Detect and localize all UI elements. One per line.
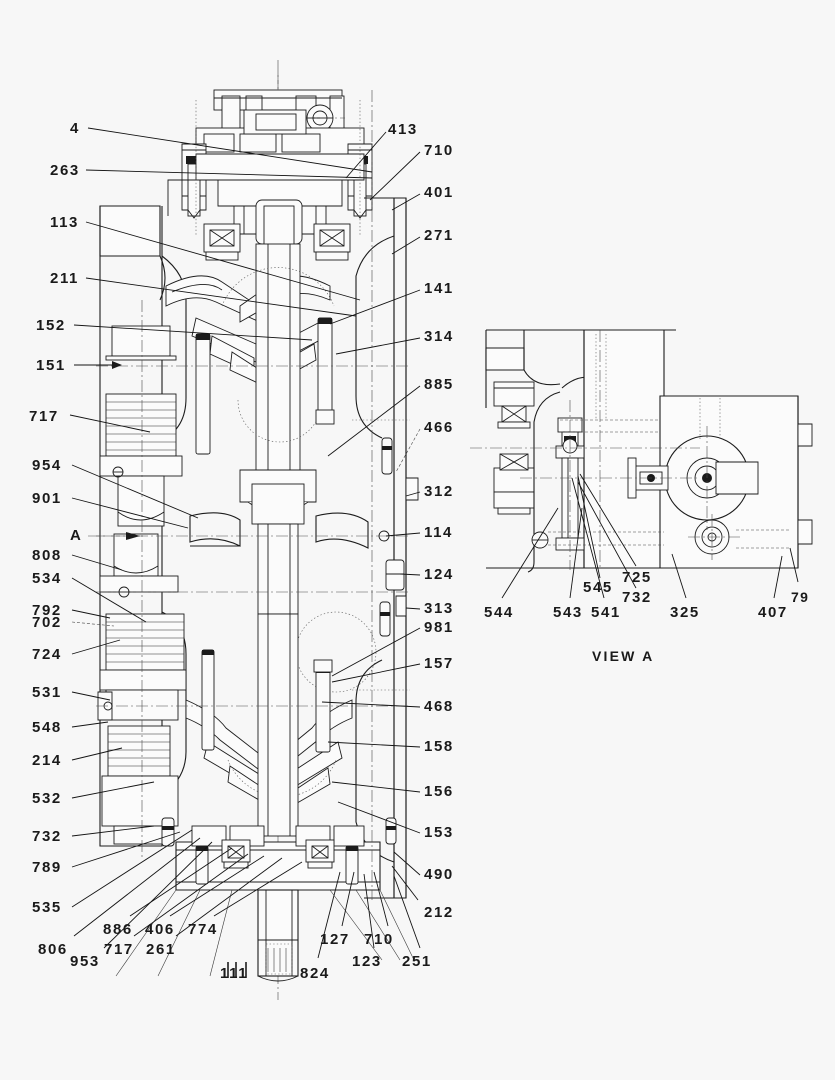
callout-534: 534 (32, 570, 62, 587)
callout-824: 824 (300, 965, 330, 982)
callout-808: 808 (32, 547, 62, 564)
callout-141: 141 (424, 280, 454, 297)
callout-313: 313 (424, 600, 454, 617)
callout-544: 544 (484, 604, 514, 621)
callout-710-lower: 710 (364, 931, 394, 948)
callout-406: 406 (145, 921, 175, 938)
callout-717-upper: 717 (29, 408, 59, 425)
callout-156: 156 (424, 783, 454, 800)
callout-312: 312 (424, 483, 454, 500)
callout-981: 981 (424, 619, 454, 636)
callout-724: 724 (32, 646, 62, 663)
view-a-title: VIEW A (592, 648, 655, 664)
leader-lines-main (69, 127, 421, 978)
callout-413: 413 (388, 121, 418, 138)
callout-153: 153 (424, 824, 454, 841)
callout-732-main: 732 (32, 828, 62, 845)
callout-4: 4 (70, 120, 80, 137)
callout-263: 263 (50, 162, 80, 179)
callout-545: 545 (583, 579, 613, 596)
callout-468: 468 (424, 698, 454, 715)
callout-702: 702 (32, 614, 62, 631)
callout-79: 79 (791, 589, 810, 605)
callout-806: 806 (38, 941, 68, 958)
callout-532: 532 (32, 790, 62, 807)
callout-717-lower: 717 (104, 941, 134, 958)
callout-466: 466 (424, 419, 454, 436)
callout-954: 954 (32, 457, 62, 474)
callout-535: 535 (32, 899, 62, 916)
callout-214: 214 (32, 752, 62, 769)
callout-407: 407 (758, 604, 788, 621)
callout-314: 314 (424, 328, 454, 345)
callout-152: 152 (36, 317, 66, 334)
callout-212: 212 (424, 904, 454, 921)
callout-548: 548 (32, 719, 62, 736)
mid-section (96, 483, 410, 615)
callout-710-upper: 710 (424, 142, 454, 159)
callout-158: 158 (424, 738, 454, 755)
main-sectional-view (69, 60, 421, 1000)
callout-732-view-a: 732 (622, 589, 652, 606)
callout-789: 789 (32, 859, 62, 876)
top-valve-block (167, 89, 373, 261)
callout-114: 114 (424, 524, 453, 541)
callout-953: 953 (70, 953, 100, 970)
section-marker-a: A (70, 527, 83, 544)
bottom-flange (115, 817, 415, 982)
pump-housing-outline (99, 197, 407, 899)
callout-123: 123 (352, 953, 382, 970)
construction-lines (96, 60, 410, 900)
callout-725: 725 (622, 569, 652, 586)
callout-885: 885 (424, 376, 454, 393)
callout-127: 127 (320, 931, 350, 948)
callout-113: 113 (50, 214, 79, 231)
callout-151: 151 (36, 357, 66, 374)
callout-325: 325 (670, 604, 700, 621)
callout-124: 124 (424, 566, 454, 583)
leader-lines-view-a (501, 473, 799, 599)
callout-792: 792 (32, 602, 62, 619)
lower-internals (97, 595, 407, 845)
callout-774: 774 (188, 921, 218, 938)
section-arrow-a (88, 532, 140, 540)
callout-401: 401 (424, 184, 454, 201)
callout-541: 541 (591, 604, 621, 621)
view-a-detail (470, 329, 813, 599)
callout-901: 901 (32, 490, 62, 507)
callout-490: 490 (424, 866, 454, 883)
callout-271: 271 (424, 227, 454, 244)
callout-211: 211 (50, 270, 79, 287)
callout-531: 531 (32, 684, 62, 701)
callout-157: 157 (424, 655, 454, 672)
callout-251: 251 (402, 953, 432, 970)
callout-543: 543 (553, 604, 583, 621)
callout-261: 261 (146, 941, 176, 958)
callout-886: 886 (103, 921, 133, 938)
callout-111: 111 (220, 965, 249, 982)
